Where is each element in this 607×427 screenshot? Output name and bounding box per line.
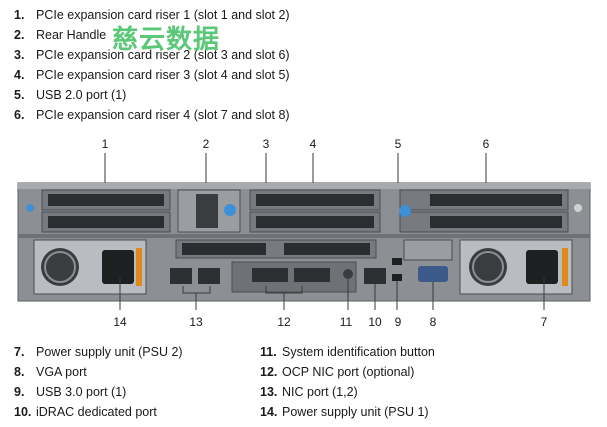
legend-item: 7.Power supply unit (PSU 2): [14, 345, 183, 359]
server-chassis: [17, 182, 591, 302]
legend-item: 12.OCP NIC port (optional): [260, 365, 415, 379]
legend-item: 5.USB 2.0 port (1): [14, 88, 127, 102]
callout-2: 2: [203, 137, 210, 151]
legend-top-list: 1.PCIe expansion card riser 1 (slot 1 an…: [14, 5, 374, 125]
legend-item: 2.Rear Handle: [14, 28, 107, 42]
callout-1: 1: [102, 137, 109, 151]
system-id-button: [343, 269, 353, 279]
watermark-text: 慈云数据: [112, 25, 221, 55]
legend-item: 11.System identification button: [260, 345, 435, 359]
callout-3: 3: [263, 137, 270, 151]
legend-item: 10.iDRAC dedicated port: [14, 405, 157, 419]
psu-handle: [136, 248, 142, 286]
callout-4: 4: [310, 137, 317, 151]
callout-12: 12: [277, 315, 291, 329]
callout-13: 13: [189, 315, 203, 329]
legend-item: 4.PCIe expansion card riser 3 (slot 4 an…: [14, 68, 290, 82]
legend-item: 8.VGA port: [14, 365, 87, 379]
release-tab-icon: [224, 204, 236, 216]
fan-icon: [41, 248, 79, 286]
psu-handle: [562, 248, 568, 286]
legend-item: 14.Power supply unit (PSU 1): [260, 405, 429, 419]
callout-8: 8: [430, 315, 437, 329]
callout-5: 5: [395, 137, 402, 151]
legend-item: 13.NIC port (1,2): [260, 385, 358, 399]
legend-bottom-right-list: 11.System identification button 12.OCP N…: [260, 342, 600, 422]
legend-item: 1.PCIe expansion card riser 1 (slot 1 an…: [14, 8, 290, 22]
leader-lines-bottom: [119, 278, 545, 310]
callout-9: 9: [395, 315, 402, 329]
callout-6: 6: [483, 137, 490, 151]
legend-item: 6.PCIe expansion card riser 4 (slot 7 an…: [14, 108, 290, 122]
legend-bottom-left-list: 7.Power supply unit (PSU 2) 8.VGA port 9…: [14, 342, 264, 422]
callout-14: 14: [113, 315, 127, 329]
release-tab-icon: [399, 205, 411, 217]
server-rear-diagram: 1 2 3 4 5 6: [17, 137, 591, 329]
legend-item: 9.USB 3.0 port (1): [14, 385, 127, 399]
callout-10: 10: [368, 315, 382, 329]
callout-11: 11: [340, 315, 353, 329]
callout-7: 7: [541, 315, 548, 329]
fan-icon: [469, 248, 507, 286]
legend-item: 3.PCIe expansion card riser 2 (slot 3 an…: [14, 48, 290, 62]
